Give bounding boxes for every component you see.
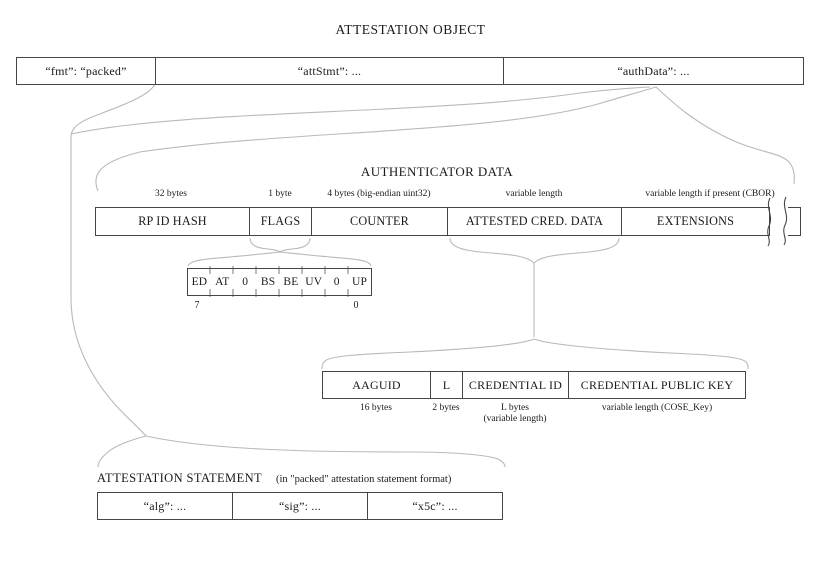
- authenticator-data-row: RP ID HASH FLAGS COUNTER ATTESTED CRED. …: [95, 207, 770, 236]
- authenticator-data-heading: AUTHENTICATOR DATA: [360, 164, 514, 179]
- attestation-statement-heading: ATTESTATION STATEMENT: [97, 471, 263, 485]
- authdata-brace: [95, 86, 795, 192]
- size-label-credential-id: L bytes (variable length): [483, 403, 546, 425]
- attstmt-connector-line: [70, 83, 156, 437]
- credential-public-key-cell: CREDENTIAL PUBLIC KEY: [580, 377, 734, 392]
- attested-credential-data-row: AAGUID L CREDENTIAL ID CREDENTIAL PUBLIC…: [322, 371, 746, 399]
- flags-brace: [187, 237, 372, 267]
- alg-cell: “alg”: ...: [98, 493, 233, 519]
- flags-bit-ticks: [209, 266, 349, 297]
- flags-bit-box: ED AT 0 BS BE UV 0 UP: [187, 268, 372, 296]
- size-label-attested-cred-data: variable length: [505, 189, 563, 199]
- page-title: ATTESTATION OBJECT: [335, 22, 486, 37]
- size-label-rp-id-hash: 32 bytes: [155, 189, 187, 199]
- flag-bit-ed: ED: [191, 276, 208, 288]
- flags-cell: FLAGS: [250, 208, 312, 235]
- authdata-cell: “authData”: ...: [617, 63, 690, 78]
- attstmt-cell: “attStmt”: ...: [156, 58, 504, 84]
- size-label-length: 2 bytes: [432, 403, 460, 413]
- flags-lsb-index: 0: [353, 300, 359, 311]
- length-cell: L: [431, 372, 463, 398]
- fmt-cell: “fmt”: “packed”: [17, 58, 156, 84]
- flag-bit-rfu1: 0: [242, 276, 249, 288]
- size-label-extensions: variable length if present (CBOR): [645, 189, 775, 199]
- extensions-cell: EXTENSIONS: [656, 214, 735, 228]
- flag-bit-bs: BS: [260, 276, 276, 288]
- attested-cred-data-cell: ATTESTED CRED. DATA: [448, 208, 622, 235]
- size-label-credential-id-line2: (variable length): [483, 414, 547, 424]
- sig-cell: “sig”: ...: [233, 493, 368, 519]
- flag-bit-be: BE: [283, 276, 299, 288]
- size-label-flags: 1 byte: [268, 189, 292, 199]
- attested-cred-data-brace: [321, 237, 749, 370]
- size-label-aaguid: 16 bytes: [360, 403, 392, 413]
- attestation-statement-brace: [97, 435, 506, 468]
- credential-id-cell: CREDENTIAL ID: [463, 372, 569, 398]
- flag-bit-uv: UV: [305, 276, 323, 288]
- size-label-credential-public-key: variable length (COSE_Key): [601, 403, 713, 413]
- attestation-statement-subtitle: (in "packed" attestation statement forma…: [276, 474, 452, 485]
- flag-bit-at: AT: [215, 276, 230, 288]
- size-label-credential-id-line1: L bytes: [501, 403, 529, 413]
- flag-bit-rfu2: 0: [333, 276, 340, 288]
- counter-cell: COUNTER: [312, 208, 448, 235]
- rp-id-hash-cell: RP ID HASH: [96, 208, 250, 235]
- extensions-tear-mark: [767, 196, 788, 247]
- aaguid-cell: AAGUID: [323, 372, 431, 398]
- flags-msb-index: 7: [194, 300, 200, 311]
- extensions-torn-fragment: [788, 207, 801, 236]
- authdata-brace-accent: [70, 86, 651, 135]
- attestation-statement-row: “alg”: ... “sig”: ... “x5c”: ...: [97, 492, 503, 520]
- flag-bit-up: UP: [352, 276, 368, 288]
- attestation-object-row: “fmt”: “packed” “attStmt”: ... “authData…: [16, 57, 804, 85]
- x5c-cell: “x5c”: ...: [412, 498, 458, 513]
- size-label-counter: 4 bytes (big-endian uint32): [327, 189, 431, 199]
